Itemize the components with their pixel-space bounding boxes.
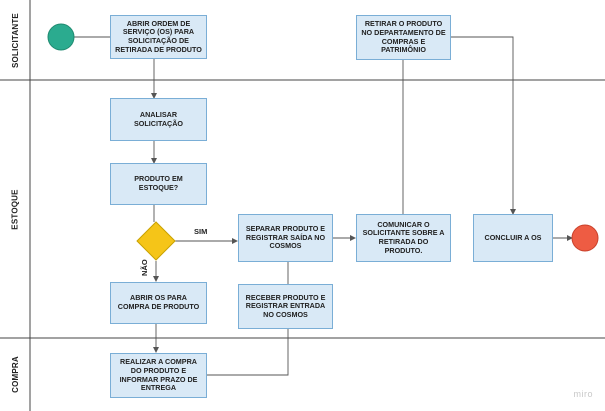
start-event[interactable] [47, 23, 75, 51]
node-concluir[interactable]: CONCLUIR A OS [473, 214, 553, 262]
end-event[interactable] [571, 224, 599, 252]
lane-estoque: ESTOQUE [0, 80, 30, 338]
lane-compra: COMPRA [0, 338, 30, 411]
lane-estoque-label: ESTOQUE [10, 188, 20, 230]
lane-compra-label: COMPRA [10, 356, 20, 393]
node-abrir-os[interactable]: ABRIR ORDEM DE SERVIÇO (OS) PARA SOLICIT… [110, 15, 207, 59]
node-separar[interactable]: SEPARAR PRODUTO E REGISTRAR SAÍDA NO COS… [238, 214, 333, 262]
lane-solicitante: SOLICITANTE [0, 0, 30, 80]
edge-label-nao: NÃO [140, 259, 149, 276]
decision-diamond[interactable] [136, 221, 176, 261]
edge-retirar-to-concluir [451, 36, 516, 215]
node-receber[interactable]: RECEBER PRODUTO E REGISTRAR ENTRADA NO C… [238, 284, 333, 329]
connectors [74, 36, 573, 376]
node-analisar[interactable]: ANALISAR SOLICITAÇÃO [110, 98, 207, 141]
node-realizar-compra[interactable]: REALIZAR A COMPRA DO PRODUTO E INFORMAR … [110, 353, 207, 398]
edge-label-sim: SIM [194, 227, 208, 236]
node-retirar-produto[interactable]: RETIRAR O PRODUTO NO DEPARTAMENTO DE COM… [356, 15, 451, 60]
lane-solicitante-label: SOLICITANTE [10, 12, 20, 68]
node-produto-estoque[interactable]: PRODUTO EM ESTOQUE? [110, 163, 207, 205]
node-comunicar[interactable]: COMUNICAR O SOLICITANTE SOBRE A RETIRADA… [356, 214, 451, 262]
miro-watermark: miro [573, 389, 593, 399]
edge-realizar-to-receber [207, 329, 289, 376]
node-abrir-compra[interactable]: ABRIR OS PARA COMPRA DE PRODUTO [110, 282, 207, 324]
